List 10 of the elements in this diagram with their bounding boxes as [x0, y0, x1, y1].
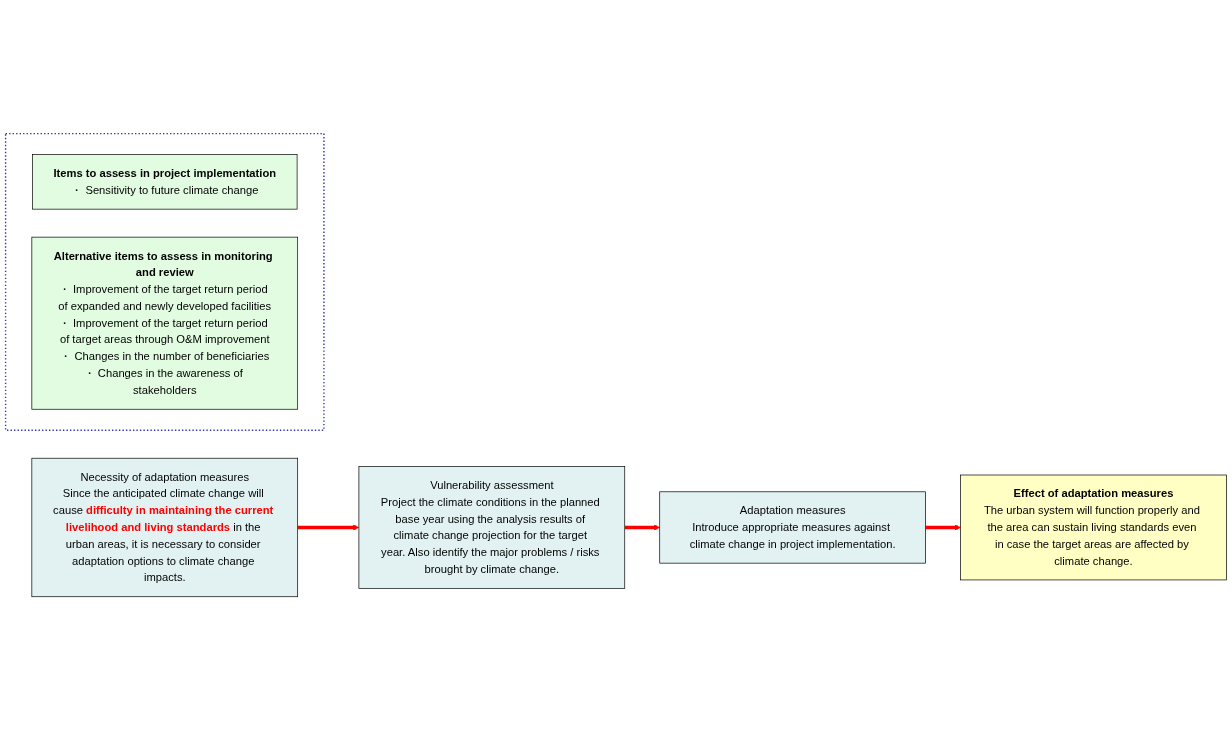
- node-box: Necessity of adaptation measures Since the anticipated climate change will cause difficulty in maintaining the current livelihood and living standards in the urban areas, it is necessary to consider adaptation options to climate change impacts.: [31, 458, 299, 598]
- node-box: Adaptation measures Introduce appropriate measures against climate change in project implementation.: [659, 491, 926, 564]
- node-box: Effect of adaptation measures The urban system will function properly and the area can sustain living standards even in case the target areas are affected by climate change.: [960, 474, 1227, 581]
- node-box: Vulnerability assessment Project the climate conditions in the planned base year using the analysis results of climate change projection for the target year. Also identify the major problems / risks brought by climate change.: [358, 466, 626, 589]
- arrow: [925, 524, 961, 531]
- node-box: Alternative items to assess in monitoring and review ・ Improvement of the target return period of expanded and newly developed facilities ・ Improvement of the target return period of target areas through O&M improvement ・ Changes in the number of beneficiaries ・ Changes in the awareness of stakeholders: [31, 237, 299, 410]
- arrow: [624, 524, 660, 531]
- node-box: Items to assess in project implementation ・ Sensitivity to future climate change: [32, 154, 298, 210]
- arrow: [297, 524, 360, 531]
- cluster: [4, 133, 325, 432]
